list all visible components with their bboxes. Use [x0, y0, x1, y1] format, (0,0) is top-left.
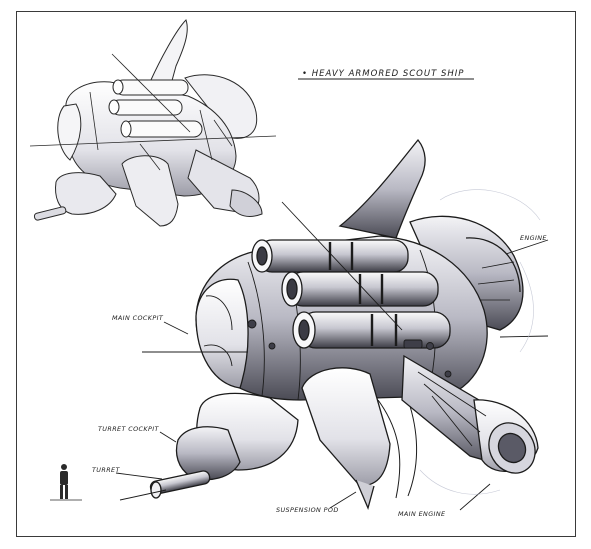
callout-turret-cockpit: TURRET COCKPIT — [98, 425, 160, 433]
turret-assembly — [149, 392, 299, 499]
callout-engine: ENGINE — [520, 234, 547, 242]
dorsal-fin — [338, 138, 426, 239]
sheet-title: • HEAVY ARMORED SCOUT SHIP — [298, 69, 474, 80]
small-ship-sketch — [29, 19, 277, 227]
callout-main-cockpit: MAIN COCKPIT — [112, 314, 164, 322]
main-cockpit — [195, 278, 249, 389]
main-engine — [401, 354, 539, 474]
suspension-pod — [301, 367, 417, 510]
callout-turret: TURRET — [92, 466, 120, 474]
human-scale-figure — [50, 464, 82, 501]
callout-labels: ENGINE MAIN COCKPIT TURRET COCKPIT TURRE… — [92, 234, 547, 518]
main-ship — [149, 138, 539, 510]
title-text: • HEAVY ARMORED SCOUT SHIP — [302, 69, 464, 79]
sheet-border — [16, 11, 576, 537]
callout-main-engine: MAIN ENGINE — [398, 510, 446, 518]
callout-suspension-pod: SUSPENSION POD — [276, 506, 339, 514]
callout-lines — [115, 201, 549, 511]
hull-greebles — [247, 319, 452, 378]
